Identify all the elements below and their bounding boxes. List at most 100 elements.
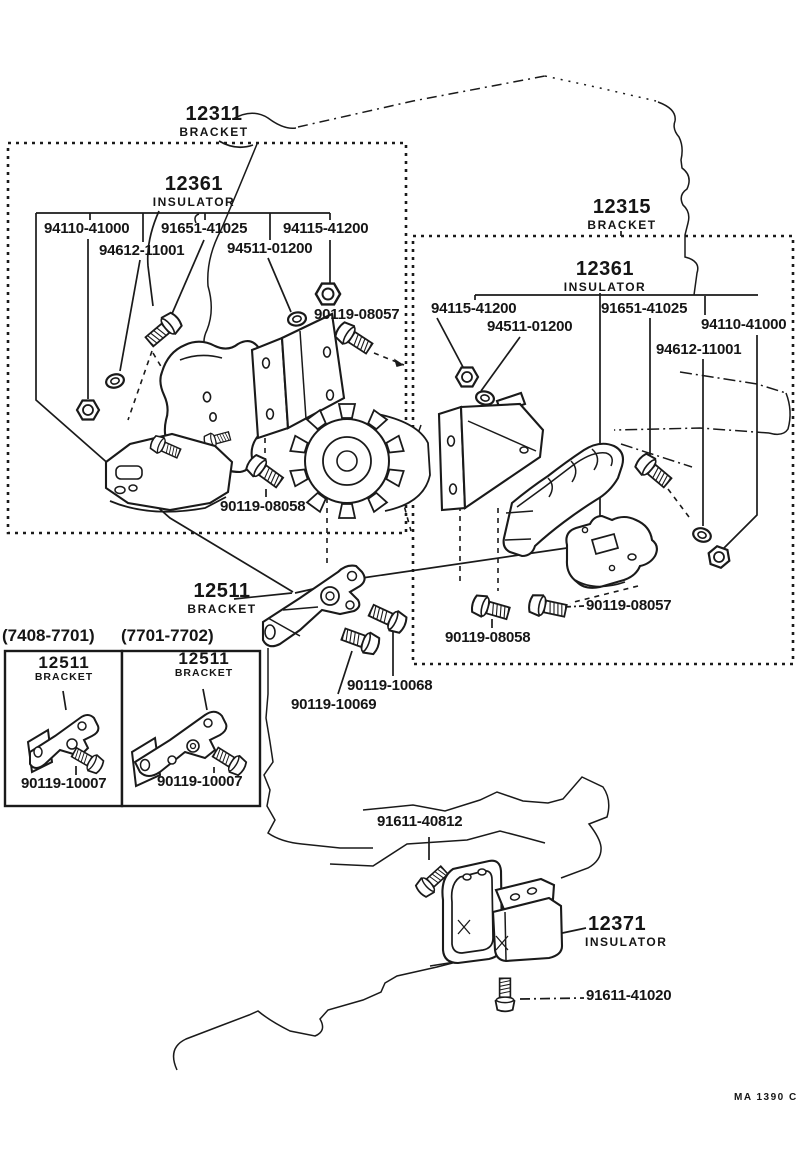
part-number-label: 91651-41025: [161, 220, 248, 237]
part-type: INSULATOR: [585, 935, 668, 949]
engine-lower-top-edge: [362, 776, 610, 879]
callout-bracket-12511: 12511 BRACKET: [187, 581, 256, 615]
insulator-12361-right-part: [502, 442, 625, 558]
callout-insulator-12361-left: 12361 INSULATOR: [153, 174, 235, 208]
engine-pocket-top: [679, 371, 787, 394]
callout-insulator-12371: 12371 INSULATOR: [585, 914, 667, 948]
left-assembly-parts: [75, 282, 431, 519]
leader-12361-left: [146, 210, 160, 307]
part-code: 12511: [178, 649, 230, 668]
dash-bolt-to-bracket: [127, 350, 153, 421]
leaders-variant-1: [62, 690, 77, 775]
part-number-label: 90119-10007: [157, 773, 243, 790]
variant-box-1: [3, 649, 124, 808]
bracket-12315-plate: [437, 391, 545, 512]
leader-lines: [35, 140, 758, 1000]
part-number-label: 90119-10068: [347, 677, 433, 694]
leaders-variant-2: [202, 688, 215, 773]
part-type: BRACKET: [34, 671, 94, 683]
callout-bracket-12511-v1: 12511 BRACKET: [35, 654, 93, 683]
callout-bracket-12511-v2: 12511 BRACKET: [175, 650, 233, 679]
page-code: MA 1390 C: [734, 1092, 798, 1103]
bracket-12511-variant-1: [26, 714, 107, 777]
part-type: BRACKET: [587, 218, 657, 232]
bolt-91651-right: [631, 450, 676, 492]
callout-insulator-12361-right: 12361 INSULATOR: [564, 259, 646, 293]
leader-10069: [337, 650, 353, 695]
part-code: 12511: [38, 653, 90, 672]
dash-foot-to-bolt: [569, 585, 639, 604]
part-number-label: 94612-11001: [656, 341, 742, 358]
part-number-label: 94511-01200: [227, 240, 313, 257]
part-code: 12511: [193, 580, 251, 602]
dash-bolt-to-washer: [667, 488, 693, 522]
part-number-label: 91651-41025: [601, 300, 688, 317]
engine-small-arc: [194, 213, 200, 224]
part-number-label: 91611-40812: [377, 813, 463, 830]
engine-pocket-bottom: [613, 427, 770, 434]
crank-gear: [289, 403, 431, 519]
leader-94511-left: [267, 257, 292, 313]
bracket-12311-plate: [250, 312, 346, 440]
nut-94110-right: [704, 543, 734, 571]
washer-94612-left: [103, 371, 127, 391]
bolt-91651-left: [141, 309, 186, 351]
nut-94115-right: [454, 366, 480, 388]
part-type: INSULATOR: [563, 280, 647, 294]
left-assembly-dashed-box: [6, 141, 408, 535]
part-number-label: 91611-41020: [586, 987, 672, 1004]
variant-range-label: (7408-7701): [2, 626, 95, 645]
part-number-label: 90119-08058: [220, 498, 306, 515]
center-bracket-parts: [261, 564, 410, 658]
variant-range-label: (7701-7702): [121, 626, 214, 645]
part-code: 12371: [588, 913, 647, 935]
washer-94511-left: [285, 309, 309, 329]
washer-94511-right: [473, 388, 497, 408]
right-assembly-parts: [437, 366, 734, 625]
part-number-label: 90119-10069: [291, 696, 377, 713]
bolt-08057-right: [526, 591, 569, 623]
alignment-dashes: [127, 350, 693, 604]
bolt-08058-right: [468, 592, 513, 625]
part-number-label: 90119-08057: [314, 306, 400, 323]
left-ruling: [36, 212, 331, 242]
part-code: 12361: [575, 258, 635, 280]
variant-parts: [26, 710, 250, 788]
part-number-label: 90119-08058: [445, 629, 531, 646]
leader-41020: [519, 997, 585, 1000]
mount-bracket-assembled-left: [104, 427, 234, 513]
part-number-label: 94115-41200: [431, 300, 517, 317]
leader-94115-right: [436, 317, 465, 370]
engine-interior-wiggle: [203, 143, 258, 373]
bolt-10069: [338, 623, 383, 658]
part-type: BRACKET: [179, 125, 249, 139]
part-code: 12315: [592, 196, 652, 218]
bracket-foot-right: [565, 514, 658, 589]
leader-94110-right: [722, 335, 758, 550]
engine-lower-left-edge: [263, 648, 373, 849]
part-code: 12311: [185, 103, 243, 125]
part-number-label: 94511-01200: [487, 318, 573, 335]
part-number-label: 94110-41000: [44, 220, 130, 237]
bracket-12511-variant-2: [130, 710, 250, 788]
washer-94612-right: [690, 524, 714, 546]
leader-94612-left: [119, 259, 141, 372]
engine-pocket-right: [768, 392, 791, 436]
nut-94115-left: [314, 282, 342, 306]
leader-12311: [218, 140, 254, 149]
leader-91651-left: [167, 239, 205, 324]
leader-94511-right: [480, 336, 521, 392]
leader-long-left: [35, 213, 294, 593]
engine-top-dotted: [544, 75, 657, 102]
part-type: BRACKET: [187, 602, 257, 616]
right-ruling: [474, 294, 758, 315]
part-code: 12361: [164, 173, 224, 195]
engine-lower-mid-edge: [329, 830, 546, 867]
engine-right-edge: [657, 101, 699, 296]
rear-mount-parts: [412, 859, 564, 1013]
part-number-label: 94110-41000: [701, 316, 787, 333]
engine-dashdot-diag: [620, 443, 693, 468]
bolt-08057-left: [331, 318, 377, 359]
